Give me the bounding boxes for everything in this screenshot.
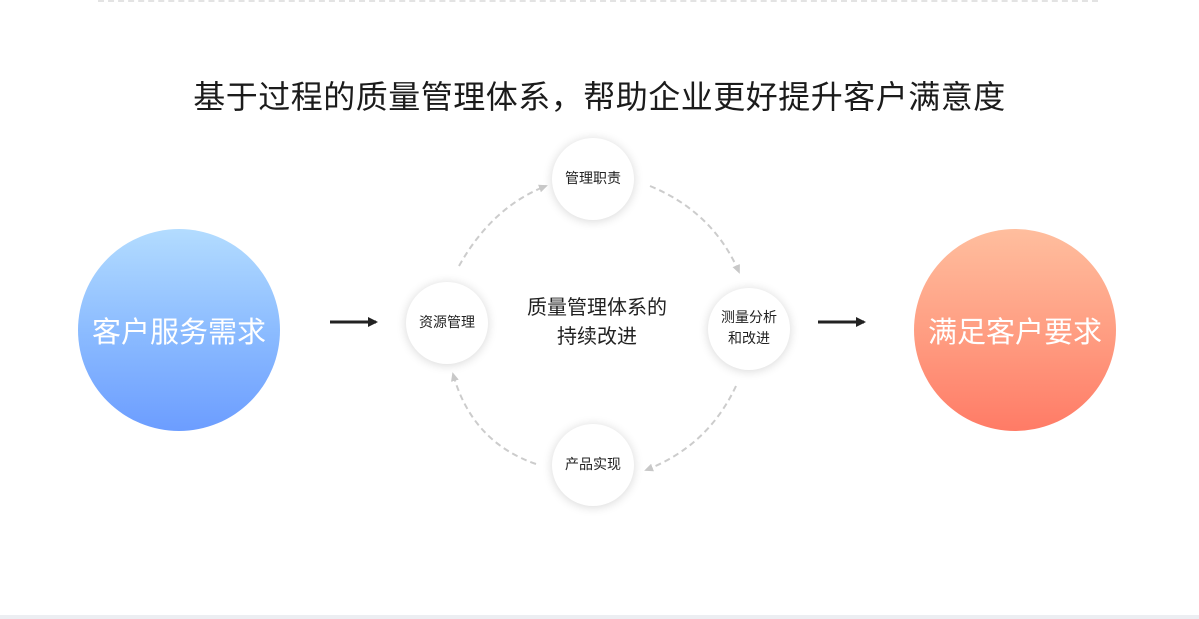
node-label: 资源管理	[419, 314, 475, 331]
bottom-band	[0, 615, 1199, 619]
customer-needs-circle: 客户服务需求	[78, 229, 280, 431]
customer-satisfaction-label: 满足客户要求	[927, 315, 1102, 349]
cycle-arrow-management-to-measurement	[649, 185, 740, 274]
cycle-center-text: 质量管理体系的持续改进	[527, 295, 667, 348]
node-product-realization: 产品实现	[552, 424, 634, 506]
top-divider	[98, 0, 1098, 2]
node-measurement-analysis-improvement: 测量分析和改进	[708, 288, 790, 370]
node-label: 测量分析和改进	[721, 310, 777, 347]
node-resource-management: 资源管理	[406, 282, 488, 364]
node-management-responsibility: 管理职责	[552, 138, 634, 220]
customer-needs-label: 客户服务需求	[91, 315, 266, 349]
cycle-arrow-measurement-to-product	[644, 385, 737, 472]
cycle-arrow-product-to-resource	[451, 372, 537, 465]
page-title: 基于过程的质量管理体系，帮助企业更好提升客户满意度	[193, 78, 1006, 116]
cycle-arrow-resource-to-management	[458, 184, 548, 267]
customer-satisfaction-circle: 满足客户要求	[914, 229, 1116, 431]
node-label: 产品实现	[565, 456, 621, 473]
node-label: 管理职责	[565, 170, 621, 187]
